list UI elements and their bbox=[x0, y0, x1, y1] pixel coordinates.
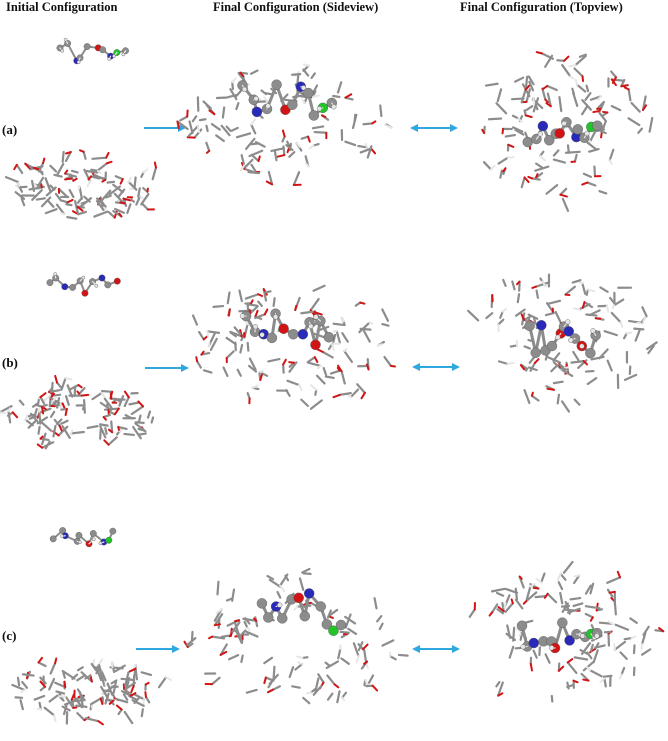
row-b-double-arrow bbox=[412, 363, 460, 371]
row-c-topview-complex bbox=[468, 560, 665, 703]
row-label-b: (b) bbox=[2, 355, 18, 370]
row-b-sideview-complex bbox=[191, 284, 396, 410]
row-label-c: (c) bbox=[2, 628, 17, 643]
row-label-a: (a) bbox=[2, 122, 18, 137]
row-a-double-arrow bbox=[410, 124, 458, 132]
row-a-initial-host-molecule bbox=[4, 149, 158, 220]
row-b-arrow bbox=[145, 364, 189, 372]
row-b-initial-host-molecule bbox=[0, 374, 155, 450]
row-c-arrow bbox=[136, 645, 180, 653]
row-c-double-arrow bbox=[412, 645, 460, 653]
row-a-topview-complex bbox=[481, 51, 654, 212]
row-c-sideview-complex bbox=[183, 567, 409, 705]
row-c-initial-host-molecule bbox=[11, 656, 172, 726]
header-initial: Initial Configuration bbox=[6, 0, 118, 14]
header-sideview: Final Configuration (Sideview) bbox=[213, 0, 379, 14]
row-c-initial-guest-molecule bbox=[49, 527, 117, 548]
row-a-sideview-complex bbox=[176, 63, 393, 187]
row-b-topview-complex bbox=[467, 273, 658, 413]
row-a-arrow bbox=[144, 124, 186, 132]
row-a-initial-guest-molecule bbox=[56, 37, 129, 65]
header-topview: Final Configuration (Topview) bbox=[460, 0, 623, 14]
row-b-initial-guest-molecule bbox=[46, 272, 121, 297]
